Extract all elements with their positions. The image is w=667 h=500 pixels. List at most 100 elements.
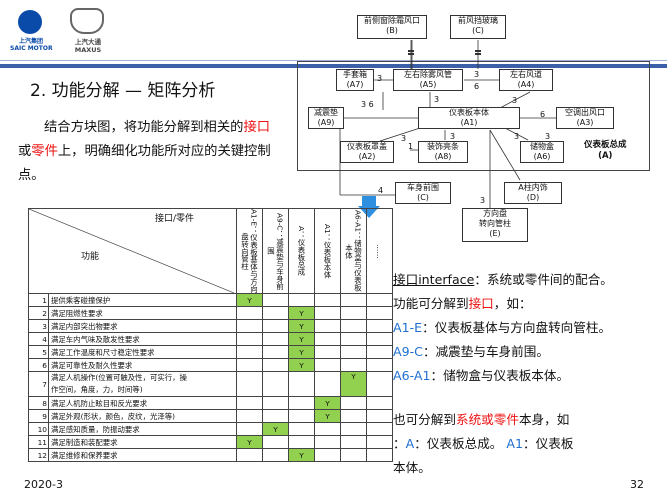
matrix-empty-cell (236, 409, 263, 423)
row-function: 提供乘客碰撞保护 (48, 293, 237, 307)
saic-emblem-icon (18, 10, 42, 34)
matrix-mark-cell: Y (340, 371, 367, 397)
intro-part1: 结合方块图，将功能分解到相关的 (44, 120, 244, 135)
text-span-red: 接口 (468, 296, 494, 311)
row-function: 满足外观(形状，颜色，皮纹，光泽等) (48, 409, 237, 423)
assembly-label-code: (A) (598, 151, 613, 161)
node-code: (C) (472, 26, 484, 35)
col-header-text: A：仪表板总成 (297, 226, 306, 276)
matrix-mark-cell: Y (288, 345, 315, 359)
text-span: ：仪表板总成。 (414, 436, 507, 451)
matrix-empty-cell (288, 422, 315, 436)
row-index: 5 (28, 345, 49, 359)
col-header-text: A9-C：减震垫与车身前围 (266, 212, 285, 290)
matrix-empty-cell (340, 409, 367, 423)
matrix-empty-cell (236, 345, 263, 359)
matrix-empty-cell (236, 422, 263, 436)
node-label: 空调出风口 (565, 108, 605, 117)
row-index: 6 (28, 358, 49, 372)
row-index: 10 (28, 422, 49, 436)
node-storage-box: 储物盒(A6) (520, 141, 564, 163)
link-num: 3 (474, 70, 480, 79)
matrix-empty-cell (366, 345, 393, 359)
link-num: 4 (378, 186, 384, 195)
node-code: (A9) (317, 118, 335, 127)
row-function: 满足制造和装配要求 (48, 435, 237, 449)
matrix-empty-cell (366, 319, 393, 333)
example-code: A (405, 436, 415, 451)
node-code: (A3) (576, 118, 594, 127)
matrix-empty-cell (288, 396, 315, 410)
assembly-label: 仪表板总成(A) (584, 140, 627, 162)
text-span: 本身，如 (518, 412, 570, 427)
matrix-empty-cell (236, 448, 263, 462)
text-span: 功能可分解到 (393, 296, 469, 311)
matrix-empty-cell (366, 358, 393, 372)
node-code: (D) (526, 193, 540, 202)
link-num: 1 (408, 142, 414, 151)
node-label-2: 转向管柱 (479, 219, 511, 228)
row-index: 8 (28, 396, 49, 410)
node-label: 装饰亮条 (427, 142, 459, 151)
link-num: 3 (480, 196, 486, 205)
matrix-col-header: A6-A1：储物盒与仪表板本体 (340, 208, 367, 294)
matrix-empty-cell (262, 371, 289, 397)
intro-paragraph: 结合方块图，将功能分解到相关的接口或零件上，明确细化功能所对应的关键控制点。 (18, 116, 280, 188)
logo2-line1: 上汽大通 (75, 38, 101, 46)
matrix-mark-cell: Y (288, 358, 315, 372)
matrix-empty-cell (340, 358, 367, 372)
row-function: 满足人机操作(位置可触及性，可实行，操作空间，角度，力，时间等) (48, 371, 237, 397)
node-ac-outlet: 空调出风口(A3) (556, 107, 614, 129)
row-function-line2: 作空间，角度，力，时间等) (51, 385, 143, 394)
text-span: ： (393, 436, 406, 451)
matrix-empty-cell (314, 293, 341, 307)
link-num: 6 (474, 82, 480, 91)
node-windshield: 前风挡玻璃(C) (450, 15, 506, 39)
matrix-empty-cell (288, 409, 315, 423)
node-lr-defrost-duct: 左右除雾风管(A5) (393, 69, 463, 91)
matrix-empty-cell (340, 306, 367, 320)
function-matrix: 接口/零件 功能 A1-E：仪表板基体与方向盘转向管柱 A9-C：减震垫与车身前… (28, 208, 393, 462)
matrix-empty-cell (366, 448, 393, 462)
node-code: (E) (489, 229, 501, 238)
text-span: ，如： (493, 296, 532, 311)
matrix-empty-cell (314, 332, 341, 346)
link-num: 3 (545, 132, 551, 141)
matrix-empty-cell (262, 306, 289, 320)
matrix-empty-cell (340, 396, 367, 410)
matrix-empty-cell (262, 409, 289, 423)
intro-part2: 上，明确细化功能所对应的关键控制点。 (18, 144, 271, 183)
matrix-empty-cell (288, 293, 315, 307)
corner-diagonal (29, 209, 234, 293)
example-code: A9-C (393, 344, 423, 359)
link-num: 3 (401, 134, 407, 143)
node-label: 前风挡玻璃 (458, 16, 498, 25)
node-a-pillar-trim: A柱内饰(D) (504, 182, 562, 204)
link-num: 3 6 (361, 100, 374, 109)
matrix-mark-cell: Y (288, 319, 315, 333)
col-header-text: A6-A1：储物盒与仪表板本体 (344, 210, 363, 292)
matrix-col-header: A1：仪表板本体 (314, 208, 341, 294)
intro-red2: 零件 (31, 144, 58, 159)
row-function: 满足车内气味及散发性要求 (48, 332, 237, 346)
node-label: 手套箱 (343, 70, 367, 79)
example-text: ：减震垫与车身前围。 (422, 344, 549, 359)
col-header-text: A1：仪表板本体 (323, 223, 332, 279)
matrix-col-header: A9-C：减震垫与车身前围 (262, 208, 289, 294)
row-function: 满足维修和保养要求 (48, 448, 237, 462)
matrix-empty-cell (340, 422, 367, 436)
row-function: 满足可靠性及耐久性要求 (48, 358, 237, 372)
intro-mid: 或 (18, 144, 32, 159)
matrix-empty-cell (314, 319, 341, 333)
node-label: 减震垫 (314, 108, 338, 117)
node-label: 左右除雾风管 (404, 70, 452, 79)
matrix-mark-cell: Y (288, 306, 315, 320)
matrix-mark-cell: Y (236, 435, 263, 449)
interface-term: 接口interface (393, 272, 475, 287)
node-label: 左右风道 (510, 70, 542, 79)
matrix-mark-cell: Y (314, 409, 341, 423)
